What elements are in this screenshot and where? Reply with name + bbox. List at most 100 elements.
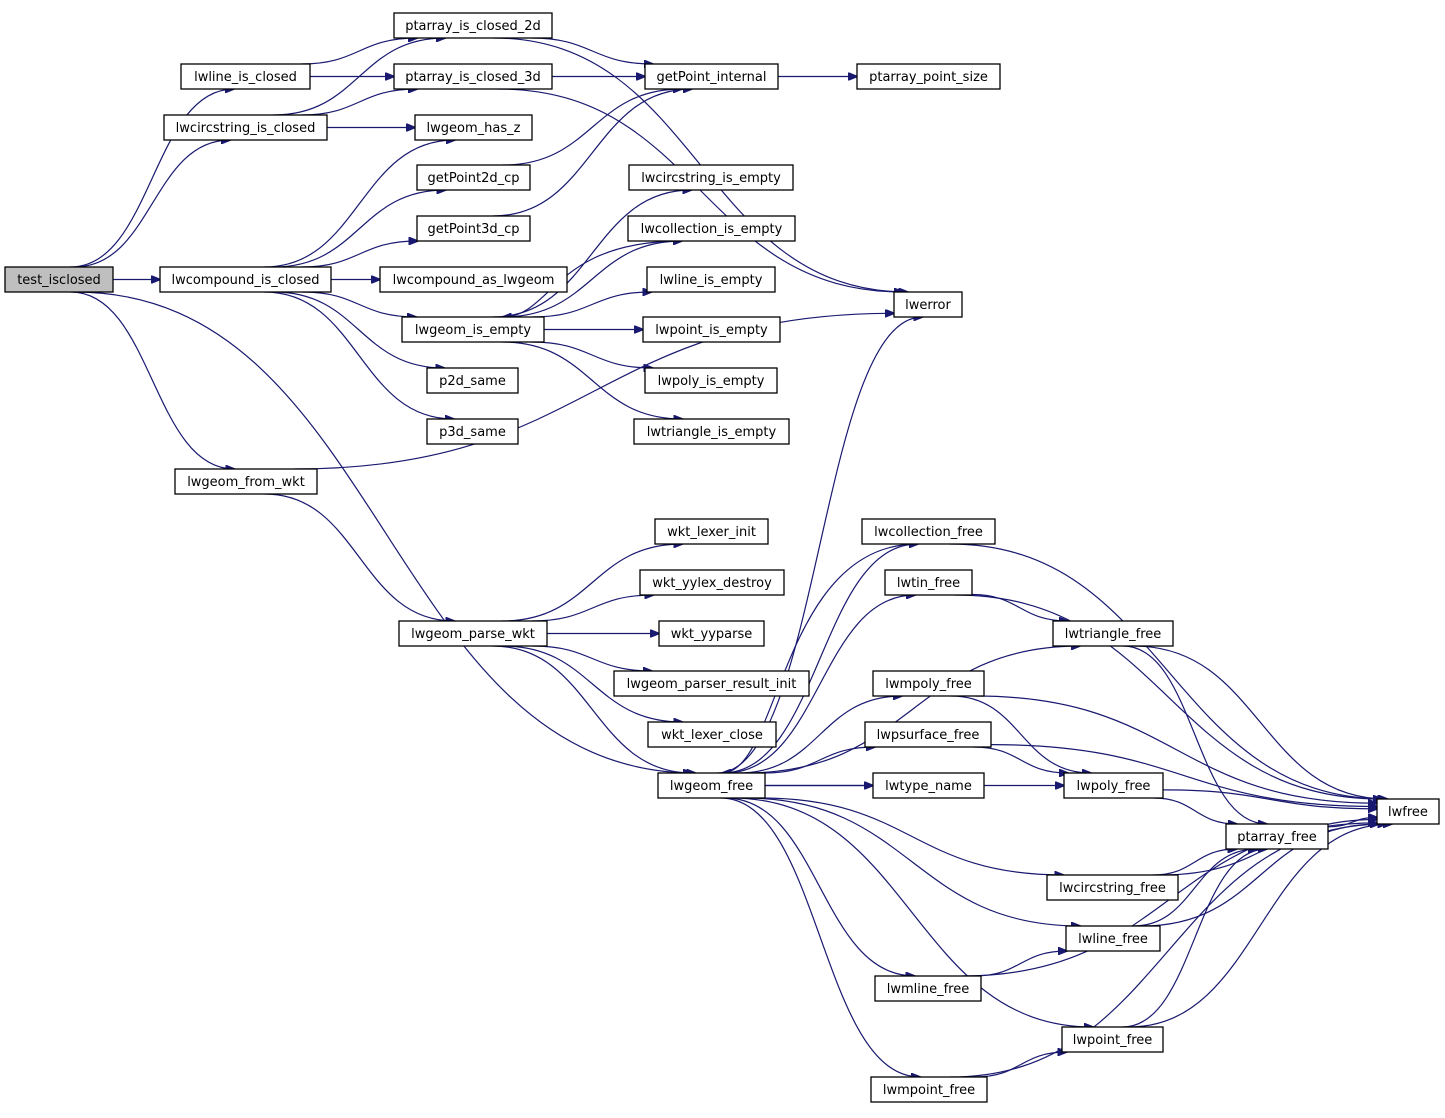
node-box[interactable] [633, 418, 790, 445]
node-label: lwtype_name [885, 779, 972, 794]
node-lwcircstring_free[interactable]: lwcircstring_free [1046, 874, 1179, 901]
node-getPoint3d_cp[interactable]: getPoint3d_cp [416, 215, 531, 242]
edge-ptarray_is_closed_2d-to-getPoint_internal [531, 37, 654, 64]
node-box[interactable] [379, 266, 568, 293]
node-box[interactable] [174, 468, 318, 495]
node-box[interactable] [646, 266, 776, 293]
node-box[interactable] [1046, 874, 1179, 901]
node-lwcircstring_is_closed[interactable]: lwcircstring_is_closed [163, 114, 328, 141]
node-lwfree[interactable]: lwfree [1376, 798, 1440, 825]
node-box[interactable] [393, 12, 553, 39]
node-ptarray_is_closed_2d[interactable]: ptarray_is_closed_2d [393, 12, 553, 39]
node-lwcompound_is_closed[interactable]: lwcompound_is_closed [159, 266, 332, 293]
node-box[interactable] [654, 518, 769, 545]
node-box[interactable] [393, 63, 553, 90]
node-box[interactable] [627, 215, 796, 242]
node-lwcollection_free[interactable]: lwcollection_free [861, 518, 996, 545]
node-box[interactable] [644, 367, 778, 394]
node-box[interactable] [416, 215, 531, 242]
node-label: ptarray_is_closed_2d [405, 19, 541, 34]
node-box[interactable] [414, 114, 533, 141]
edge-lwgeom_parse_wkt-to-wkt_lexer_close [502, 645, 683, 722]
node-box[interactable] [872, 670, 985, 697]
node-box[interactable] [1376, 798, 1440, 825]
node-box[interactable] [856, 63, 1001, 90]
node-box[interactable] [657, 772, 766, 799]
node-lwgeom_has_z[interactable]: lwgeom_has_z [414, 114, 533, 141]
node-box[interactable] [644, 63, 779, 90]
node-box[interactable] [864, 721, 992, 748]
node-lwtriangle_is_empty[interactable]: lwtriangle_is_empty [633, 418, 790, 445]
node-box[interactable] [1063, 772, 1164, 799]
node-lwpoly_free[interactable]: lwpoly_free [1063, 772, 1164, 799]
node-wkt_lexer_init[interactable]: wkt_lexer_init [654, 518, 769, 545]
node-lwcompound_as_lwgeom[interactable]: lwcompound_as_lwgeom [379, 266, 568, 293]
node-box[interactable] [874, 975, 982, 1002]
node-wkt_yyparse[interactable]: wkt_yyparse [658, 620, 765, 647]
node-lwpoly_is_empty[interactable]: lwpoly_is_empty [644, 367, 778, 394]
node-ptarray_is_closed_3d[interactable]: ptarray_is_closed_3d [393, 63, 553, 90]
node-box[interactable] [861, 518, 996, 545]
node-box[interactable] [1052, 620, 1174, 647]
node-box[interactable] [426, 418, 519, 445]
node-ptarray_point_size[interactable]: ptarray_point_size [856, 63, 1001, 90]
node-lwcircstring_is_empty[interactable]: lwcircstring_is_empty [628, 164, 794, 191]
node-box[interactable] [426, 367, 519, 394]
node-box[interactable] [893, 291, 963, 318]
node-box[interactable] [1065, 925, 1161, 952]
node-ptarray_free[interactable]: ptarray_free [1225, 823, 1329, 850]
node-getPoint_internal[interactable]: getPoint_internal [644, 63, 779, 90]
node-box[interactable] [416, 164, 531, 191]
edge-lwgeom_free-to-lwmpoint_free [720, 797, 920, 1077]
node-box[interactable] [1061, 1026, 1164, 1053]
node-box[interactable] [628, 164, 794, 191]
node-lwcollection_is_empty[interactable]: lwcollection_is_empty [627, 215, 796, 242]
node-wkt_lexer_close[interactable]: wkt_lexer_close [647, 721, 777, 748]
node-lwpoint_free[interactable]: lwpoint_free [1061, 1026, 1164, 1053]
node-lwmpoint_free[interactable]: lwmpoint_free [870, 1076, 988, 1103]
node-box[interactable] [658, 620, 765, 647]
edge-lwtriangle_free-to-ptarray_free [1123, 645, 1267, 824]
node-lwpoint_is_empty[interactable]: lwpoint_is_empty [642, 316, 781, 343]
node-lwgeom_parser_result_init[interactable]: lwgeom_parser_result_init [613, 670, 810, 697]
node-box[interactable] [642, 316, 781, 343]
node-lwline_free[interactable]: lwline_free [1065, 925, 1161, 952]
node-box[interactable] [180, 63, 311, 90]
node-lwgeom_parse_wkt[interactable]: lwgeom_parse_wkt [398, 620, 548, 647]
node-box[interactable] [647, 721, 777, 748]
node-p3d_same[interactable]: p3d_same [426, 418, 519, 445]
node-box[interactable] [4, 266, 114, 293]
node-box[interactable] [870, 1076, 988, 1103]
node-wkt_yylex_destroy[interactable]: wkt_yylex_destroy [639, 569, 785, 596]
node-box[interactable] [159, 266, 332, 293]
node-box[interactable] [639, 569, 785, 596]
node-lwline_is_closed[interactable]: lwline_is_closed [180, 63, 311, 90]
node-box[interactable] [1225, 823, 1329, 850]
node-lwgeom_free[interactable]: lwgeom_free [657, 772, 766, 799]
node-box[interactable] [872, 772, 985, 799]
node-lwgeom_is_empty[interactable]: lwgeom_is_empty [401, 316, 545, 343]
node-label: getPoint2d_cp [427, 171, 519, 186]
node-lwpsurface_free[interactable]: lwpsurface_free [864, 721, 992, 748]
node-box[interactable] [884, 569, 973, 596]
node-p2d_same[interactable]: p2d_same [426, 367, 519, 394]
node-test_isclosed[interactable]: test_isclosed [4, 266, 114, 293]
node-lwgeom_from_wkt[interactable]: lwgeom_from_wkt [174, 468, 318, 495]
node-lwmline_free[interactable]: lwmline_free [874, 975, 982, 1002]
node-lwmpoly_free[interactable]: lwmpoly_free [872, 670, 985, 697]
edge-lwgeom_free-to-lwmpoly_free [738, 696, 902, 774]
node-box[interactable] [613, 670, 810, 697]
node-box[interactable] [163, 114, 328, 141]
node-lwtype_name[interactable]: lwtype_name [872, 772, 985, 799]
edge-lwtriangle_free-to-lwfree [1133, 645, 1388, 799]
node-lwline_is_empty[interactable]: lwline_is_empty [646, 266, 776, 293]
node-lwerror[interactable]: lwerror [893, 291, 963, 318]
node-box[interactable] [401, 316, 545, 343]
node-box[interactable] [398, 620, 548, 647]
node-getPoint2d_cp[interactable]: getPoint2d_cp [416, 164, 531, 191]
node-lwtriangle_free[interactable]: lwtriangle_free [1052, 620, 1174, 647]
edge-lwmpoint_free-to-lwfree [950, 824, 1387, 1078]
edge-lwmpoint_free-to-lwpoint_free [974, 1052, 1067, 1078]
node-lwtin_free[interactable]: lwtin_free [884, 569, 973, 596]
